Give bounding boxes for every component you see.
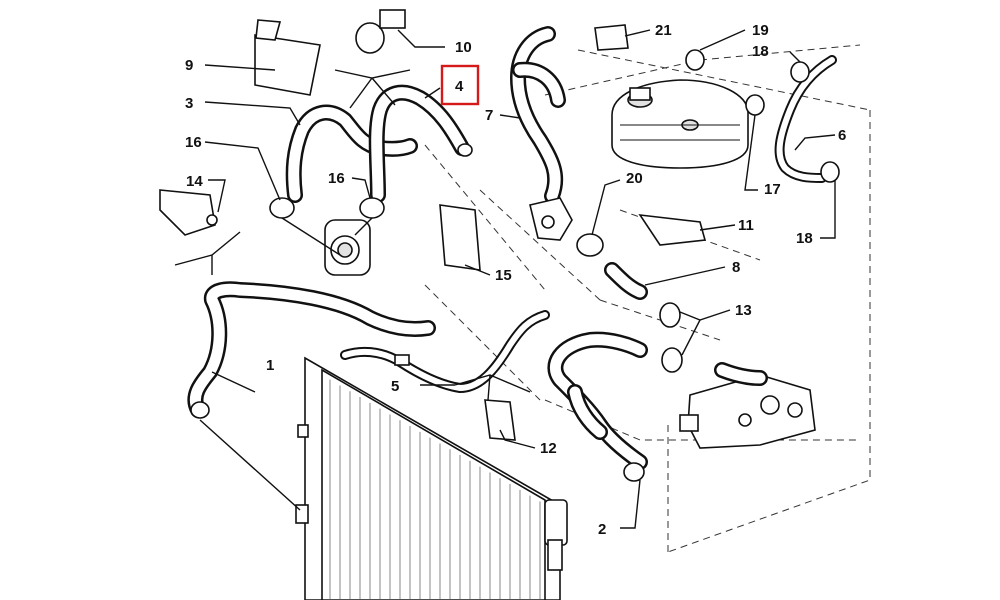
clamp-16-left [269, 197, 295, 219]
callout-7: 7 [485, 107, 493, 124]
clamp-19 [685, 49, 705, 71]
clip-14 [159, 189, 218, 236]
clamp-17 [745, 94, 765, 116]
callout-18-lower: 18 [796, 230, 813, 247]
callout-11: 11 [738, 217, 754, 234]
leader-lines [199, 29, 836, 529]
oil-cooler [324, 219, 371, 276]
callout-16-left: 16 [185, 134, 202, 151]
hose-7 [510, 26, 566, 204]
callout-20: 20 [626, 170, 643, 187]
clamp-20 [576, 233, 604, 257]
callout-21: 21 [655, 22, 672, 39]
clamp-18-lower [820, 161, 840, 183]
callout-10: 10 [455, 39, 472, 56]
callout-4: 4 [455, 78, 464, 95]
callout-2: 2 [598, 521, 606, 538]
pipe-5 [340, 310, 550, 393]
clamp-16-right [359, 197, 385, 219]
callout-9: 9 [185, 57, 193, 74]
clip-11 [638, 214, 707, 246]
hose-4 [368, 84, 473, 203]
clamp-10 [355, 9, 406, 54]
callout-13: 13 [735, 302, 752, 319]
callout-12: 12 [540, 440, 557, 457]
hose-2 [547, 331, 648, 482]
hose-3 [285, 104, 418, 203]
callout-1: 1 [266, 357, 274, 374]
hose-6 [774, 55, 837, 183]
callout-8: 8 [732, 259, 740, 276]
clip-12 [484, 399, 516, 441]
clamp-18-upper [790, 61, 810, 83]
callout-6: 6 [838, 127, 846, 144]
callout-17: 17 [764, 181, 781, 198]
hose-1 [187, 281, 436, 419]
radiator [295, 356, 568, 600]
callout-15: 15 [495, 267, 512, 284]
clip-15 [439, 204, 481, 271]
hose-8 [604, 262, 648, 300]
callout-labels: 1 2 3 4 5 6 7 8 9 10 11 12 13 14 15 16 1… [185, 22, 846, 538]
callout-5: 5 [391, 378, 399, 395]
direction-markers [174, 69, 531, 401]
callout-4-highlight-box [440, 64, 480, 106]
callout-19: 19 [752, 22, 769, 39]
callout-18-upper: 18 [752, 43, 769, 60]
callout-16-right: 16 [328, 170, 345, 187]
callout-14: 14 [186, 173, 203, 190]
clamp-21 [594, 24, 629, 51]
callout-3: 3 [185, 95, 193, 112]
thermostat-housing [679, 362, 816, 449]
bracket-9 [254, 19, 321, 96]
clamp-13-pair [659, 302, 683, 373]
water-outlet [529, 197, 573, 241]
expansion-tank [611, 79, 749, 169]
